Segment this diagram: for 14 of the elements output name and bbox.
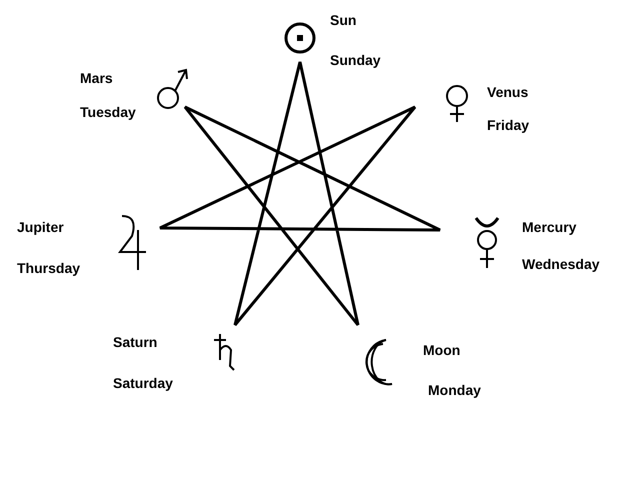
planet-day-label: Saturday — [113, 374, 173, 392]
planet-day-label: Wednesday — [522, 255, 600, 273]
planet-day-label: Moon — [423, 341, 460, 359]
planet-day-label: Friday — [487, 116, 530, 134]
planet-day-label: Venus — [487, 83, 528, 101]
planet-day-label: Monday — [428, 381, 481, 399]
planet-day-label: Saturn — [113, 333, 158, 351]
planet-day-label: Jupiter — [17, 218, 64, 236]
planet-day-label: Sun — [330, 11, 356, 29]
planet-day-label: Mars — [80, 69, 113, 87]
planet-day-label: Thursday — [17, 259, 80, 277]
planet-day-label: Tuesday — [80, 103, 136, 121]
planet-day-label: Mercury — [522, 218, 576, 236]
planet-day-label: Sunday — [330, 51, 381, 69]
